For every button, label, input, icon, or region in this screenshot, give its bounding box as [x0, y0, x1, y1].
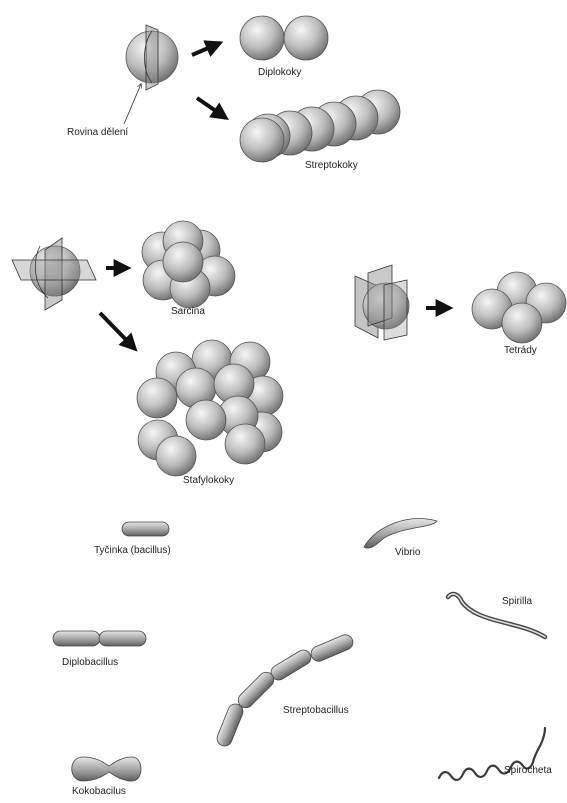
- diplobacillus-shape: [53, 631, 146, 646]
- label-division-plane: Rovina dělení: [67, 127, 128, 139]
- label-coccobacillus: Kokobacilus: [72, 786, 126, 798]
- label-rod: Tyčinka (bacillus): [94, 545, 171, 557]
- arrow-to-streptococci: [197, 98, 226, 118]
- streptobacillus-shape: [215, 633, 355, 749]
- two-plane-cell: [12, 238, 96, 310]
- label-streptococci: Streptokoky: [305, 160, 358, 172]
- diplococci-shape: [240, 16, 328, 60]
- coccobacillus-shape: [72, 757, 141, 781]
- vibrio-shape: [364, 519, 437, 549]
- label-streptobacillus: Streptobacillus: [283, 705, 349, 717]
- sarcina-shape: [142, 221, 235, 308]
- label-diplobacillus: Diplobacillus: [62, 657, 118, 669]
- arrow-to-staphylococci: [100, 313, 135, 349]
- label-spirochete: Spirocheta: [504, 765, 552, 777]
- streptococci-shape: [240, 90, 400, 162]
- label-diplococci: Diplokoky: [258, 67, 301, 79]
- label-tetrads: Tetrády: [504, 345, 537, 357]
- label-sarcina: Sarcina: [171, 306, 205, 318]
- division-plane-cell: [126, 25, 178, 90]
- division-plane-pointer: [124, 84, 141, 124]
- arrow-to-diplococci: [192, 43, 220, 55]
- tetrad-division-cell: [355, 265, 409, 340]
- staphylococci-shape: [137, 340, 283, 476]
- tetrads-shape: [472, 272, 566, 343]
- label-staphylococci: Stafylokoky: [183, 475, 234, 487]
- bacillus-rod-shape: [122, 522, 169, 536]
- label-vibrio: Vibrio: [395, 547, 420, 559]
- label-spirilla: Spirilla: [502, 596, 532, 608]
